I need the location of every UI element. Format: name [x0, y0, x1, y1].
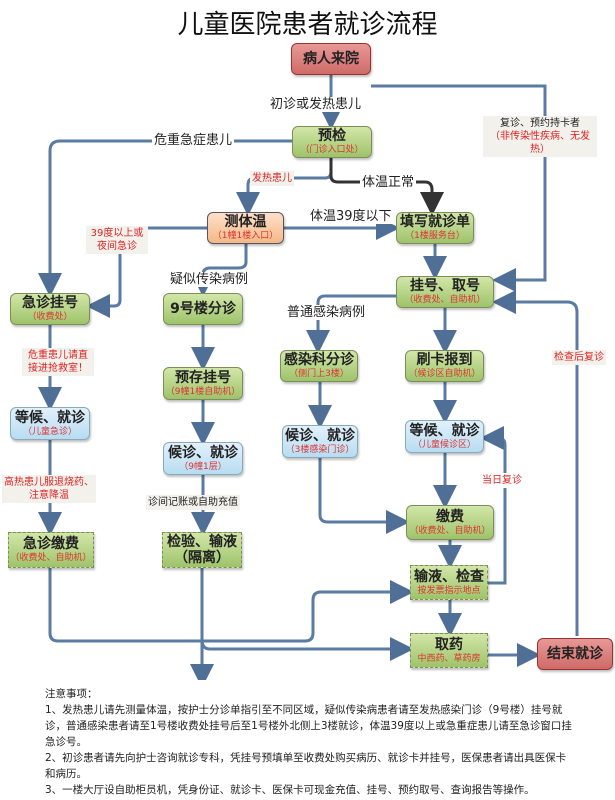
node-sublabel: （儿童候诊区）	[412, 439, 476, 450]
node-b9-triage: 9号楼分诊	[163, 293, 243, 325]
node-pharmacy: 取药中西药、草药房	[410, 633, 488, 668]
label-critical: 危重急症患儿	[152, 133, 235, 148]
node-label: 等候、就诊	[15, 409, 85, 426]
node-label: 填写就诊单	[400, 214, 470, 230]
node-arrive: 病人来院	[291, 43, 371, 75]
label-above39: 39度以上或夜间急诊	[86, 226, 148, 254]
node-label: 候诊、就诊	[168, 444, 238, 461]
node-sublabel: （1楼服务台）	[405, 231, 465, 241]
node-sublabel: （收费处）	[27, 312, 73, 322]
node-label: 候诊、就诊	[285, 427, 355, 444]
node-label: 检验、输液	[167, 534, 237, 550]
arrow-revisit	[371, 84, 547, 292]
label-billing: 诊间记账或自助充值	[146, 495, 240, 510]
node-label: 结束就诊	[547, 646, 603, 662]
node-sublabel: （侧门上3楼）	[289, 369, 349, 379]
node-sublabel: （隔离）	[174, 550, 230, 566]
node-infect-triage: 感染科分诊（侧门上3楼）	[280, 350, 358, 382]
label-after-check: 检查后复诊	[552, 350, 606, 365]
node-label: 取药	[435, 636, 463, 653]
page-title: 儿童医院患者就诊流程	[177, 10, 438, 40]
label-critical-rescue: 危重患儿请直接进抢救室！	[22, 348, 94, 376]
arrow-above39	[86, 226, 207, 318]
node-sublabel: 按发票指示地点	[417, 585, 481, 596]
node-sublabel: （门诊入口处）	[300, 145, 364, 155]
node-end: 结束就诊	[537, 638, 613, 670]
node-temp: 测体温（1幢1楼入口）	[207, 212, 284, 244]
label-normal-temp: 体温正常	[360, 175, 417, 190]
label-revisit-note: （非传染性疾病、无发热）	[490, 131, 590, 155]
label-common-infect: 普通感染病例	[285, 305, 368, 320]
node-label: 急诊缴费	[23, 536, 79, 552]
node-label: 挂号、取号	[410, 278, 480, 294]
node-register: 挂号、取号（收费处、自助机）	[396, 276, 494, 308]
node-sublabel: （1幢1楼入口）	[212, 231, 279, 241]
label-first-visit: 初诊或发热患儿	[268, 97, 364, 112]
node-sublabel: （候诊区自助机）	[408, 369, 481, 379]
node-infusion: 输液、检查按发票指示地点	[410, 565, 488, 600]
arrow-er-infusion	[48, 568, 414, 643]
node-er-wait: 等候、就诊（儿童急诊）	[10, 407, 90, 440]
node-infect-wait: 候诊、就诊（3楼感染门诊）	[282, 425, 358, 458]
node-label: 缴费	[436, 508, 464, 525]
node-prestore: 预存挂号（9幢1楼自助机）	[163, 367, 243, 400]
label-fever: 发热患儿	[250, 171, 294, 186]
arrow-infect-pay	[318, 458, 410, 534]
node-label: 预检	[318, 128, 346, 144]
node-triage: 预检（门诊入口处）	[292, 126, 372, 158]
node-sublabel: （收费处、自助机）	[404, 295, 486, 305]
node-sublabel: （9幢1层）	[179, 461, 227, 472]
notes-section: 注意事项： 1、发热患儿请先测量体温，按护士分诊单指引至不同区域，疑似传染病患者…	[45, 686, 575, 798]
label-revisit: 复诊、预约持卡者 （非传染性疾病、无发热）	[483, 116, 597, 157]
note-item: 3、一楼大厅设自助柜员机，凭身份证、就诊卡、医保卡可现金充值、挂号、预约取号、查…	[45, 784, 535, 796]
node-label: 等候、就诊	[409, 422, 480, 439]
node-label: 急诊挂号	[22, 295, 78, 311]
notes-heading: 注意事项：	[45, 688, 98, 700]
node-sublabel: （3楼感染门诊）	[285, 444, 355, 455]
node-label: 测体温	[224, 214, 267, 230]
arrow-critical	[38, 139, 292, 297]
node-sublabel: （收费处、自助机）	[409, 525, 491, 536]
node-b9-test: 检验、输液（隔离）	[162, 532, 242, 568]
node-checkin: 刷卡报到（候诊区自助机）	[405, 350, 484, 382]
label-revisit-text: 复诊、预约持卡者	[500, 118, 580, 129]
note-item: 1、发热患儿请先测量体温，按护士分诊单指引至不同区域，疑似传染病患者请至发热感染…	[45, 704, 572, 748]
node-label: 9号楼分诊	[170, 301, 236, 317]
label-suspected: 疑似传染病例	[168, 272, 251, 287]
label-high-fever: 高热患儿服退烧药、注意降温	[2, 475, 96, 503]
note-item: 2、初诊患者请先向护士咨询就诊专科，凭挂号预填单至收费处购买病历、就诊卡并挂号，…	[45, 752, 567, 780]
node-er-register: 急诊挂号（收费处）	[10, 293, 90, 325]
node-er-pay: 急诊缴费（收费处、自助机）	[8, 532, 94, 568]
node-label: 病人来院	[303, 51, 359, 67]
arrow-sameday	[480, 426, 507, 585]
label-same-day: 当日复诊	[480, 473, 524, 488]
node-pay: 缴费（收费处、自助机）	[406, 505, 494, 540]
arrow-after-check	[492, 290, 579, 636]
node-sublabel: （收费处、自助机）	[10, 553, 92, 563]
node-label: 感染科分诊	[284, 352, 354, 368]
node-label: 预存挂号	[175, 369, 231, 386]
node-sublabel: （儿童急诊）	[22, 426, 77, 437]
node-sublabel: （9幢1楼自助机）	[165, 386, 241, 397]
arrow-common	[306, 294, 396, 354]
node-wait: 等候、就诊（儿童候诊区）	[405, 420, 484, 453]
node-label: 刷卡报到	[416, 352, 473, 368]
node-b9-wait: 候诊、就诊（9幢1层）	[163, 442, 243, 475]
node-form: 填写就诊单（1楼服务台）	[396, 212, 474, 244]
node-label: 输液、检查	[414, 568, 484, 585]
node-sublabel: 中西药、草药房	[417, 653, 481, 664]
label-below39: 体温39度以下	[308, 209, 394, 224]
